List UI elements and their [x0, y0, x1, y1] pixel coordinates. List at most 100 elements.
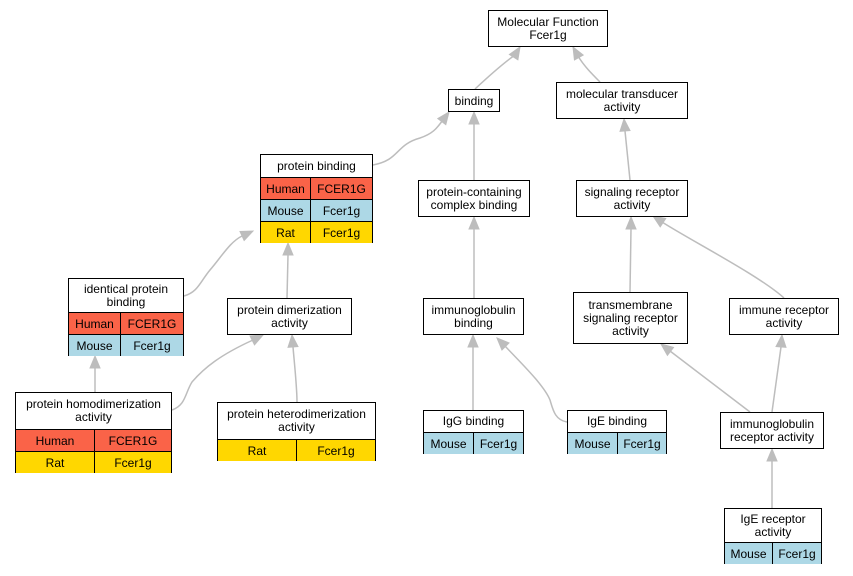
- gene-symbol: Fcer1g: [322, 203, 361, 218]
- edge-protein_binding-to-binding: [372, 110, 450, 166]
- species-name: Mouse: [261, 200, 311, 221]
- edge-line: [286, 254, 289, 299]
- arrowhead-icon: [572, 45, 585, 61]
- term-label: Molecular Function Fcer1g: [497, 15, 599, 42]
- arrowhead-icon: [651, 215, 667, 228]
- species-name: Rat: [16, 452, 95, 473]
- edge-protein_dimerization_activity-to-protein_binding: [282, 241, 294, 299]
- term-label: immunoglobulin receptor activity: [729, 417, 815, 444]
- go-term-molecular-function[interactable]: Molecular Function Fcer1g: [488, 10, 608, 47]
- edge-line: [504, 345, 568, 423]
- species-row-rat: Rat Fcer1g: [16, 451, 171, 473]
- term-label: molecular transducer activity: [565, 87, 679, 114]
- species-row-mouse: Mouse Fcer1g: [69, 334, 183, 356]
- arrowhead-icon: [496, 337, 510, 351]
- edge-ige_binding-to-immunoglobulin_binding: [496, 337, 568, 423]
- edge-molecular_transducer-to-molecular_function: [572, 45, 601, 83]
- arrowhead-icon: [659, 343, 675, 357]
- edge-line: [171, 339, 254, 411]
- species-name: Mouse: [424, 433, 474, 454]
- species-name: Human: [261, 178, 311, 199]
- term-label: IgE receptor activity: [740, 511, 806, 539]
- edge-line: [771, 346, 782, 413]
- arrowhead-icon: [436, 110, 450, 126]
- term-label: transmembrane signaling receptor activit…: [583, 298, 678, 338]
- go-term-immune-receptor-activity[interactable]: immune receptor activity: [729, 298, 839, 335]
- edge-line: [661, 221, 785, 299]
- arrowhead-icon: [282, 241, 294, 256]
- term-label: IgG binding: [442, 414, 505, 428]
- go-term-protein-containing-complex-binding[interactable]: protein-containing complex binding: [418, 180, 530, 217]
- term-label: protein dimerization activity: [237, 303, 342, 330]
- gene-symbol: Fcer1g: [133, 338, 171, 353]
- edge-immunoglobulin_binding-to-protein_containing_complex_binding: [468, 215, 480, 298]
- term-label: immunoglobulin binding: [431, 303, 516, 330]
- arrowhead-icon: [619, 117, 631, 132]
- go-term-protein-dimerization-activity[interactable]: protein dimerization activity: [227, 298, 352, 335]
- species-name: Rat: [218, 440, 297, 461]
- edge-line: [292, 346, 298, 403]
- edge-transmembrane_signaling_receptor_activity-to-signaling_receptor_activity: [625, 215, 637, 293]
- edge-immune_receptor_activity-to-signaling_receptor_activity: [651, 215, 785, 299]
- gene-symbol: FCER1G: [127, 316, 177, 331]
- species-row-mouse: Mouse Fcer1g: [725, 542, 821, 564]
- edge-protein_homodimerization_activity-to-identical_protein_binding: [89, 354, 101, 392]
- go-term-signaling-receptor-activity[interactable]: signaling receptor activity: [576, 180, 688, 217]
- edge-line: [577, 55, 601, 83]
- term-label: protein-containing complex binding: [426, 185, 522, 212]
- edge-immunoglobulin_receptor_activity-to-immune_receptor_activity: [771, 333, 787, 413]
- term-label: binding: [454, 93, 494, 108]
- go-term-molecular-transducer[interactable]: molecular transducer activity: [556, 82, 688, 119]
- species-row-human: Human FCER1G: [69, 312, 183, 334]
- gene-symbol: Fcer1g: [114, 455, 152, 470]
- term-label: signaling receptor activity: [584, 185, 680, 212]
- species-name: Mouse: [725, 543, 773, 564]
- go-term-binding[interactable]: binding: [448, 89, 500, 112]
- term-label: protein heterodimerization activity: [227, 407, 366, 434]
- arrowhead-icon: [766, 447, 778, 462]
- edge-immunoglobulin_receptor_activity-to-transmembrane_signaling_receptor_activity: [659, 343, 751, 413]
- edge-ige_receptor_activity-to-immunoglobulin_receptor_activity: [766, 447, 778, 508]
- arrowhead-icon: [468, 215, 480, 230]
- edge-binding-to-molecular_function: [474, 45, 521, 90]
- arrowhead-icon: [625, 215, 637, 230]
- edge-identical_protein_binding-to-protein_binding: [183, 230, 255, 297]
- species-row-mouse: Mouse Fcer1g: [261, 199, 372, 221]
- arrowhead-icon: [249, 334, 265, 346]
- gene-symbol: Fcer1g: [317, 443, 355, 458]
- edge-line: [629, 228, 632, 293]
- edge-protein_heterodimerization_activity-to-protein_dimerization_activity: [287, 333, 299, 403]
- species-row-rat: Rat Fcer1g: [261, 221, 372, 243]
- arrowhead-icon: [239, 230, 255, 242]
- species-name: Mouse: [568, 433, 618, 454]
- edge-protein_containing_complex_binding-to-binding: [468, 110, 480, 180]
- gene-symbol: Fcer1g: [778, 546, 816, 561]
- term-label: IgE binding: [586, 414, 648, 428]
- species-name: Rat: [261, 222, 311, 243]
- edge-line: [624, 130, 631, 181]
- arrowhead-icon: [775, 333, 787, 348]
- species-name: Mouse: [69, 335, 121, 356]
- gene-symbol: Fcer1g: [322, 225, 361, 240]
- go-term-immunoglobulin-binding[interactable]: immunoglobulin binding: [423, 298, 524, 335]
- term-label: protein binding: [277, 158, 356, 173]
- go-term-transmembrane-signaling-receptor-activity[interactable]: transmembrane signaling receptor activit…: [573, 292, 688, 344]
- gene-symbol: FCER1G: [108, 433, 158, 448]
- term-label: identical protein binding: [83, 281, 169, 309]
- species-row-rat: Rat Fcer1g: [218, 439, 375, 461]
- arrowhead-icon: [89, 354, 101, 369]
- species-name: Human: [69, 313, 121, 334]
- term-label: immune receptor activity: [738, 303, 830, 330]
- go-term-immunoglobulin-receptor-activity[interactable]: immunoglobulin receptor activity: [720, 412, 824, 449]
- edge-igg_binding-to-immunoglobulin_binding: [467, 333, 479, 410]
